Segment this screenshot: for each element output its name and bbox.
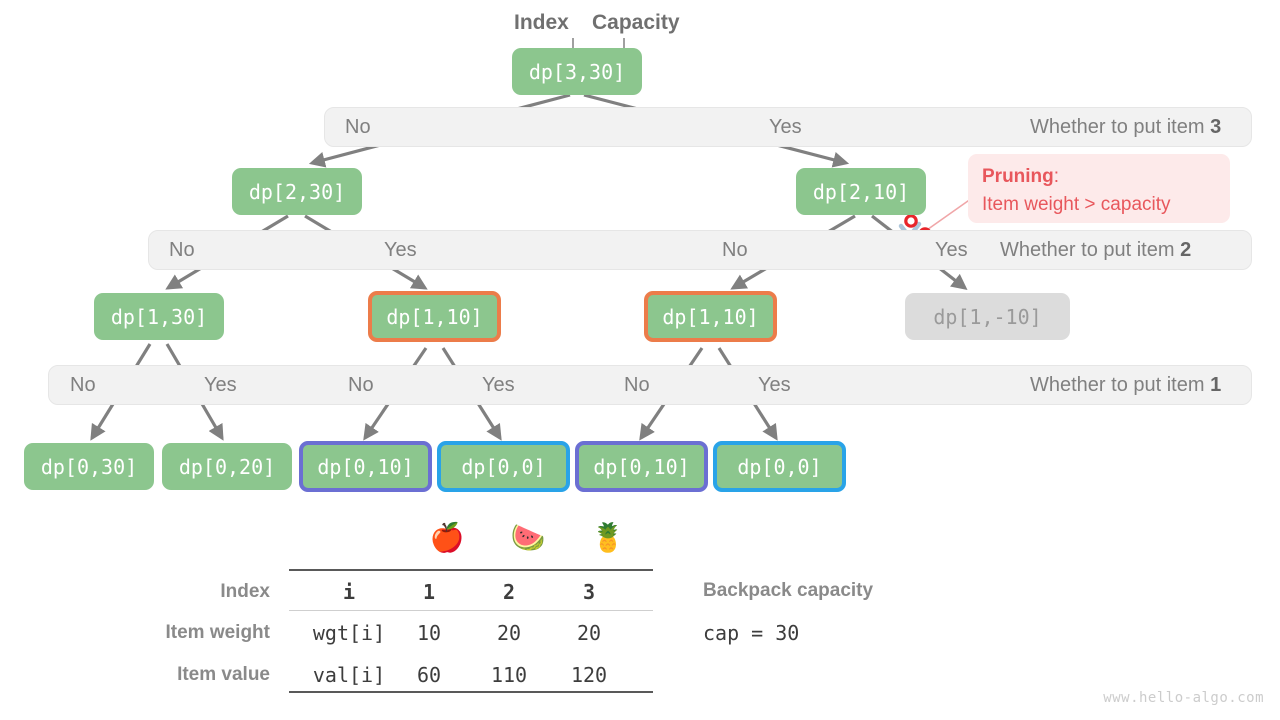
bar1-choice-no-3: No [624, 374, 650, 396]
bar1-choice-no-2: No [348, 374, 374, 396]
decision-bar-item-1 [48, 365, 1252, 405]
table-cell-weight-1: 10 [416, 621, 442, 645]
table-cell-key-wgt: wgt[i] [312, 621, 386, 645]
watermark: www.hello-algo.com [1103, 690, 1264, 706]
bar1-choice-yes-1: Yes [204, 374, 237, 396]
bar2-choice-yes-2: Yes [935, 239, 968, 261]
bar2-title: Whether to put item 2 [1000, 239, 1191, 262]
bar1-choice-yes-2: Yes [482, 374, 515, 396]
table-row-label-item-value: Item value [177, 664, 270, 685]
table-cell-value-3: 120 [570, 663, 608, 687]
bar2-choice-no-2: No [722, 239, 748, 261]
tree-node-dp-1-neg10[interactable]: dp[1,-10] [905, 293, 1070, 340]
table-cell-index-1: 1 [422, 580, 436, 604]
table-rule-mid [289, 610, 653, 611]
bar1-choice-yes-3: Yes [758, 374, 791, 396]
index-tick [572, 38, 574, 54]
bar2-choice-yes-1: Yes [384, 239, 417, 261]
capacity-annotation-label: Capacity [592, 11, 680, 34]
pruning-colon: : [1053, 166, 1060, 187]
table-cell-weight-2: 20 [496, 621, 522, 645]
bar2-title-item: 2 [1180, 239, 1192, 261]
apple-icon: 🍎 [429, 522, 465, 553]
table-cell-value-1: 60 [416, 663, 442, 687]
tree-leaf-dp-0-10-left[interactable]: dp[0,10] [299, 441, 432, 492]
pruning-title: Pruning [982, 166, 1054, 187]
table-cell-value-2: 110 [490, 663, 528, 687]
pruning-callout-heading: Pruning: [982, 163, 1216, 191]
backpack-capacity-label: Backpack capacity [703, 580, 874, 601]
table-cell-key-val: val[i] [312, 663, 386, 687]
table-row-label-item-weight: Item weight [165, 622, 270, 643]
tree-node-dp-3-30[interactable]: dp[3,30] [512, 48, 642, 95]
watermelon-icon: 🍉 [510, 522, 546, 553]
tree-node-dp-2-30[interactable]: dp[2,30] [232, 168, 362, 215]
bar1-title: Whether to put item 1 [1030, 374, 1221, 397]
pineapple-icon: 🍍 [590, 522, 626, 553]
bar3-title-prefix: Whether to put item [1030, 116, 1211, 138]
bar1-title-prefix: Whether to put item [1030, 374, 1211, 396]
bar3-choice-yes: Yes [769, 116, 802, 138]
tree-node-dp-1-10-left[interactable]: dp[1,10] [368, 291, 501, 342]
backpack-capacity-value: cap = 30 [703, 621, 800, 645]
table-rule-top [289, 569, 653, 571]
tree-leaf-dp-0-0-right[interactable]: dp[0,0] [713, 441, 846, 492]
decision-bar-item-3 [324, 107, 1252, 147]
index-annotation-label: Index [514, 11, 569, 34]
table-cell-key-i: i [342, 580, 356, 604]
table-rule-bottom [289, 691, 653, 693]
bar3-choice-no: No [345, 116, 371, 138]
tree-node-dp-1-10-right[interactable]: dp[1,10] [644, 291, 777, 342]
tree-node-dp-1-30[interactable]: dp[1,30] [94, 293, 224, 340]
table-cell-weight-3: 20 [576, 621, 602, 645]
bar1-title-item: 1 [1210, 374, 1222, 396]
table-row-label-index: Index [220, 581, 270, 602]
bar2-title-prefix: Whether to put item [1000, 239, 1181, 261]
pruning-text: Item weight > capacity [982, 193, 1171, 215]
bar3-title-item: 3 [1210, 116, 1222, 138]
pruning-callout: Pruning: Item weight > capacity [968, 154, 1230, 223]
tree-leaf-dp-0-10-right[interactable]: dp[0,10] [575, 441, 708, 492]
table-cell-index-3: 3 [582, 580, 596, 604]
tree-node-dp-2-10[interactable]: dp[2,10] [796, 168, 926, 215]
tree-leaf-dp-0-0-left[interactable]: dp[0,0] [437, 441, 570, 492]
bar2-choice-no-1: No [169, 239, 195, 261]
capacity-tick [623, 38, 625, 54]
table-cell-index-2: 2 [502, 580, 516, 604]
bar1-choice-no-1: No [70, 374, 96, 396]
tree-leaf-dp-0-30[interactable]: dp[0,30] [24, 443, 154, 490]
decision-bar-item-2 [148, 230, 1252, 270]
bar3-title: Whether to put item 3 [1030, 116, 1221, 139]
tree-leaf-dp-0-20[interactable]: dp[0,20] [162, 443, 292, 490]
